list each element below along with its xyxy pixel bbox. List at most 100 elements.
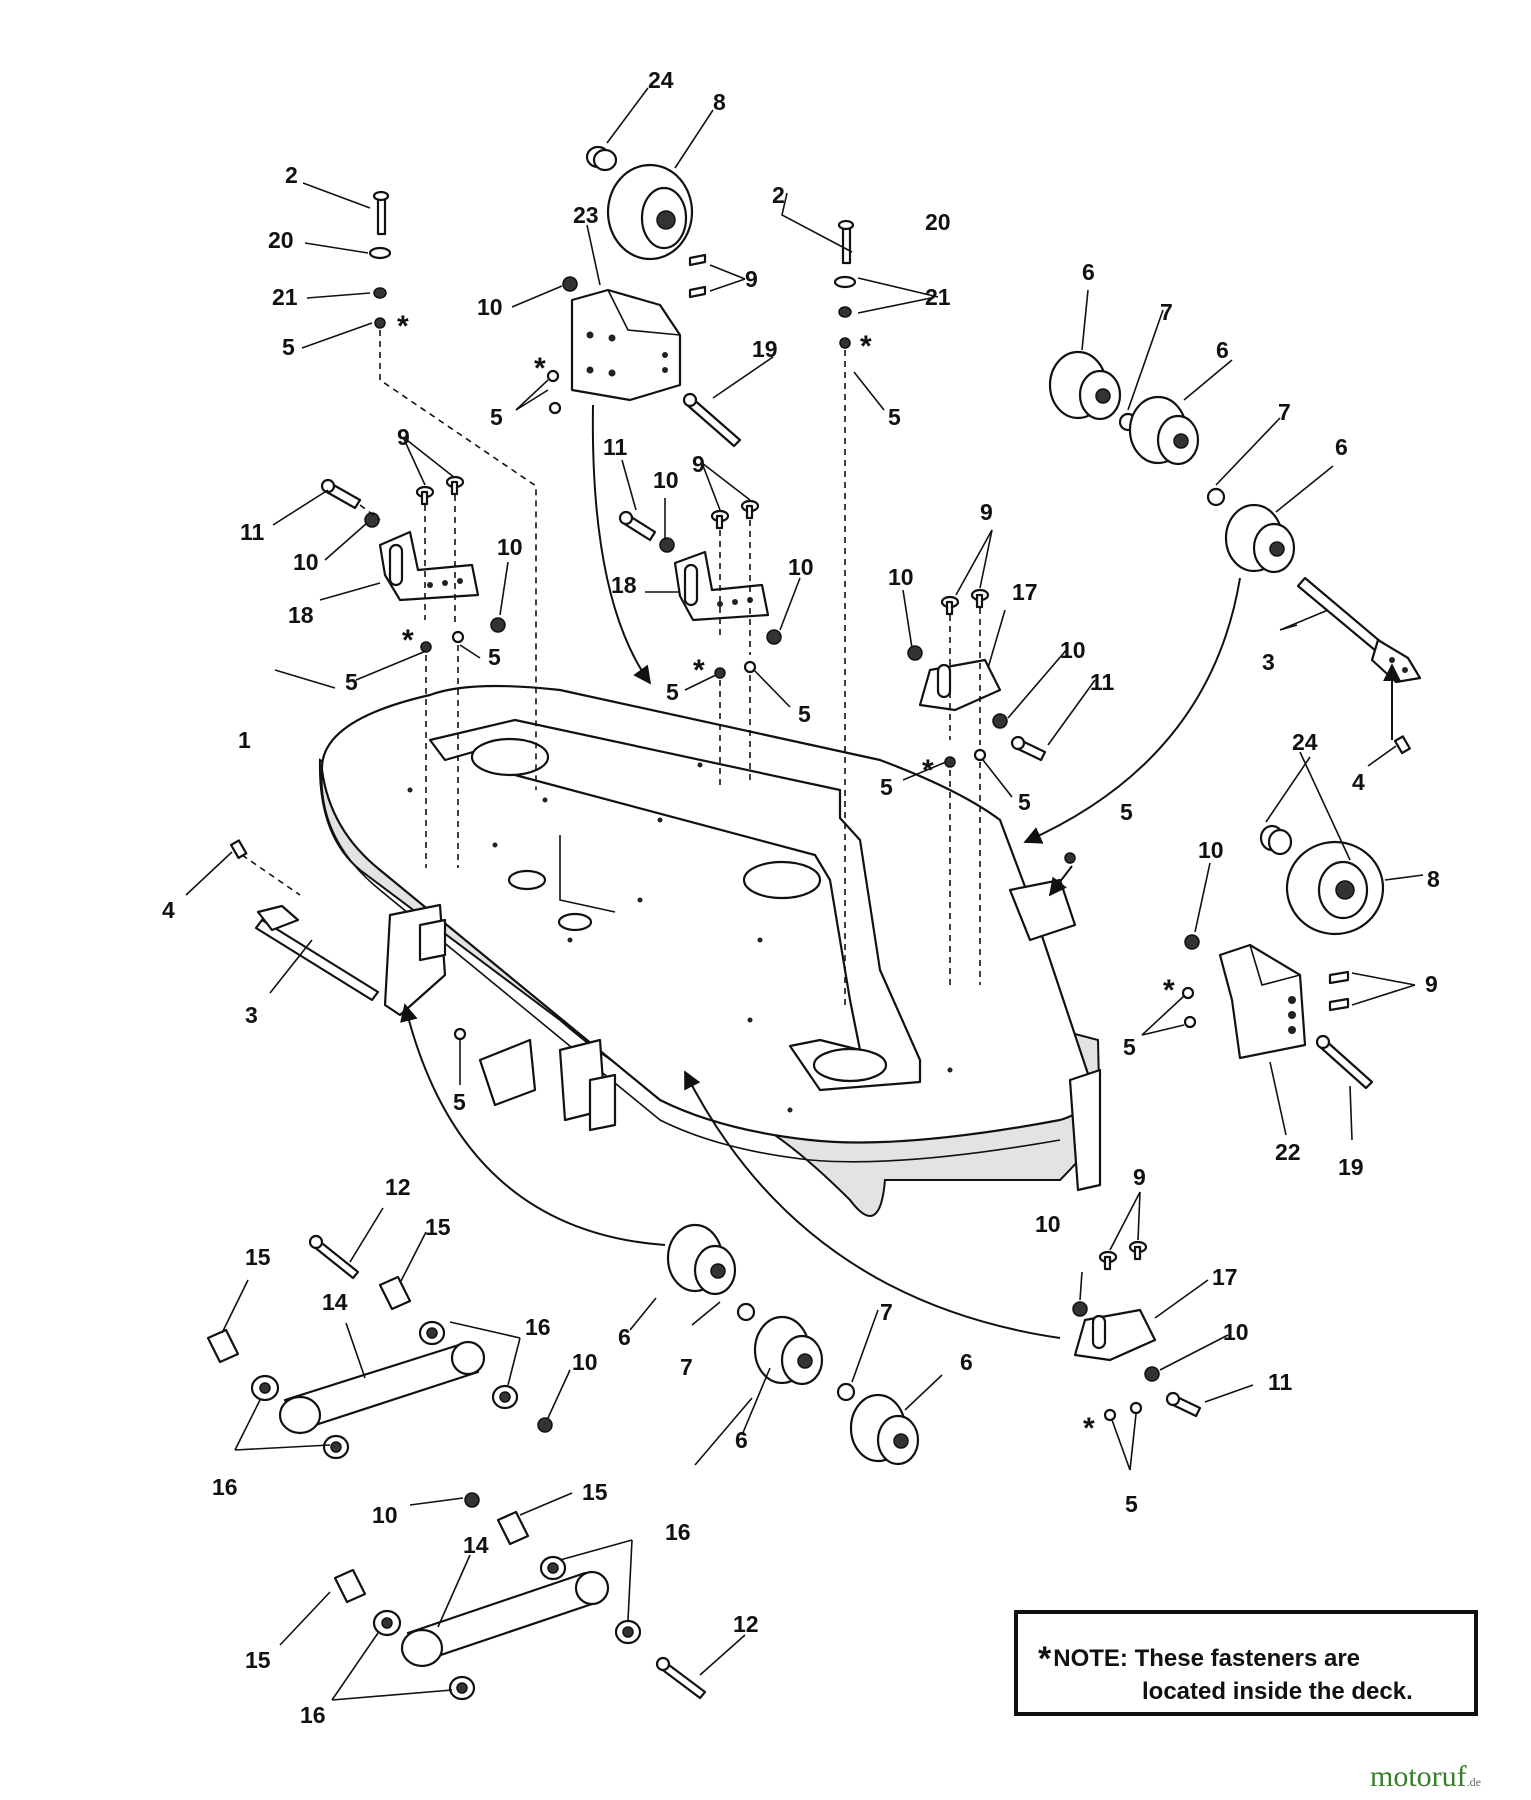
wheel-hub-24-top [585,145,618,172]
asterisk-marker: * [693,654,705,687]
gauge-wheel-bracket-23 [570,288,682,402]
callout-10: 10 [1060,637,1086,663]
spacer-21-right [838,306,852,318]
asterisk-marker: * [1163,974,1175,1007]
callout-17: 17 [1212,1264,1238,1290]
callout-11: 11 [1268,1369,1293,1395]
callout-5: 5 [666,679,679,705]
callout-5: 5 [1125,1491,1138,1517]
callout-17: 17 [1012,579,1038,605]
callout-5: 5 [490,404,503,430]
callout-9: 9 [745,266,758,292]
callout-2: 2 [772,182,785,208]
callout-3: 3 [1262,649,1275,675]
wheel-hub-24-right [1259,824,1293,856]
arm-bushing-16-f [448,1675,476,1701]
callout-9: 9 [980,499,993,525]
callout-22: 22 [1275,1139,1301,1165]
callout-7: 7 [680,1354,693,1380]
callout-14: 14 [322,1289,348,1315]
callout-3: 3 [245,1002,258,1028]
callout-10: 10 [497,534,523,560]
callout-10: 10 [572,1349,598,1375]
callout-18: 18 [611,572,637,598]
arm-bushing-16-d [491,1384,519,1410]
callout-10: 10 [372,1502,398,1528]
callout-10: 10 [788,554,814,580]
axle-bolt-19-group [682,392,1374,1090]
note-box: *NOTE: These fasteners are located insid… [1014,1610,1478,1716]
arm-bushing-16-g [539,1555,567,1581]
callout-11: 11 [603,434,628,460]
callout-5: 5 [1120,799,1133,825]
callout-7: 7 [1160,299,1173,325]
arm-pin-15-c [333,1568,367,1604]
callout-6: 6 [1082,259,1095,285]
callout-12: 12 [733,1611,759,1637]
callout-24: 24 [648,67,674,93]
roller-axle-3-left [254,904,380,1002]
callout-15: 15 [582,1479,608,1505]
anti-scalp-roller-6-a [1048,350,1122,421]
arm-bushing-16-a [250,1374,280,1402]
gauge-wheel-8-top [606,163,694,261]
callout-15: 15 [425,1214,451,1240]
callout-10: 10 [653,467,679,493]
callout-7: 7 [880,1299,893,1325]
callout-8: 8 [713,89,726,115]
spacer-21-left [373,287,387,299]
callout-5: 5 [282,334,295,360]
callout-5: 5 [1123,1034,1136,1060]
arm-pin-15-d [496,1510,530,1546]
asterisk-marker: * [1083,1412,1095,1445]
mower-deck-housing [318,684,1102,1217]
roller-spacer-7-b [1206,487,1226,507]
callout-11: 11 [240,519,265,545]
assembly-guide-lines [241,330,981,1005]
callout-23: 23 [573,202,599,228]
callout-6: 6 [618,1324,631,1350]
mounting-bracket-18-center [673,550,770,622]
callout-leaders [185,87,1424,1701]
callout-5: 5 [880,774,893,800]
callout-24: 24 [1292,729,1318,755]
roller-bolt-4-right [1393,735,1411,755]
callout-2: 2 [285,162,298,188]
callout-16: 16 [525,1314,551,1340]
arm-bushing-16-h [614,1619,642,1645]
anti-scalp-roller-6-d [666,1223,737,1296]
callout-11: 11 [1090,669,1115,695]
callout-10: 10 [1223,1319,1249,1345]
arm-bushing-16-e [372,1609,402,1637]
note-asterisk: * [1038,1640,1052,1678]
callout-10: 10 [477,294,503,320]
callout-6: 6 [960,1349,973,1375]
assembly-arrows [400,404,1401,1339]
callout-6: 6 [1335,434,1348,460]
callout-20: 20 [925,209,951,235]
callout-15: 15 [245,1647,271,1673]
callout-9: 9 [692,451,705,477]
callout-8: 8 [1427,866,1440,892]
washer-20-right [833,275,857,289]
callout-15: 15 [245,1244,271,1270]
callout-19: 19 [1338,1154,1364,1180]
callout-7: 7 [1278,399,1291,425]
callout-20: 20 [268,227,294,253]
callout-9: 9 [1133,1164,1146,1190]
anti-scalp-roller-6-b [1128,395,1200,466]
callout-1: 1 [238,727,251,753]
callout-10: 10 [1198,837,1224,863]
note-text-line-1: *NOTE: These fasteners are [1038,1640,1361,1678]
gauge-wheel-8-right [1285,840,1385,936]
callout-numbers: 24 8 2 20 21 5 * 23 10 9 19 2 20 21 * 5 … [162,67,1440,1728]
roller-arm-14-lower [400,1570,610,1668]
arm-bushing-16-c [418,1320,446,1346]
arm-pin-15-b [378,1275,412,1311]
watermark-logo: motoruf.de [1370,1760,1481,1793]
callout-21: 21 [272,284,298,310]
callout-10: 10 [1035,1211,1061,1237]
callout-16: 16 [212,1474,238,1500]
callout-10: 10 [293,549,319,575]
